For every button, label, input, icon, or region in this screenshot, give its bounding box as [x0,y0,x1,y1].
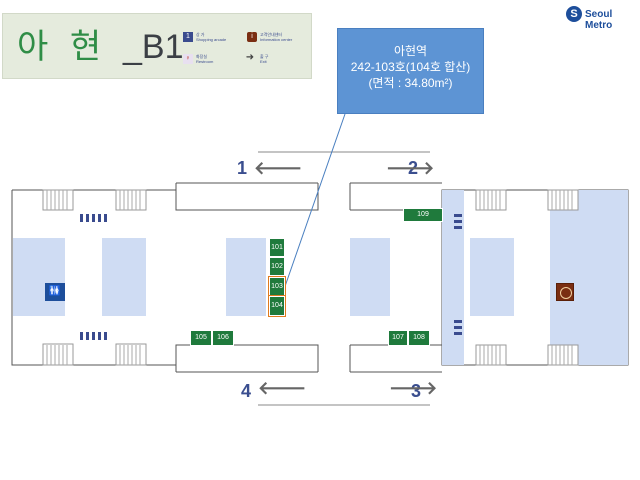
exit-1-number: 1 [237,158,248,178]
legend-restroom-ko: 화장실 [196,54,208,59]
level-label: _B1 [123,28,184,66]
restroom-icon: 🚻 [45,283,65,301]
legend-shopping-ko: 상 가 [196,32,205,37]
legend-info: 고객안내센터 Information center [260,32,292,42]
information-center-icon [556,283,574,301]
legend-shopping-en: Shopping arcade [196,37,227,42]
info-unit: 242-103호(104호 합산) [350,60,471,74]
exit-4-arrow-icon: 🡐 [258,378,307,398]
info-area: (면적 : 34.80m²) [368,76,453,90]
info-legend-icon: i [247,32,257,42]
shopping-legend-icon: 1 [183,32,193,42]
exit-2-number: 2 [408,158,419,178]
shop-104[interactable]: 104 [268,295,286,317]
exit-4-number: 4 [241,381,252,401]
store-info-box: 아현역 242-103호(104호 합산) (면적 : 34.80m²) [337,28,484,114]
legend-shopping: 상 가 Shopping arcade [196,32,226,42]
legend-exit-en: Exit [260,59,267,64]
exit-legend-icon: ➜ [245,52,255,63]
exit-2-arrow-icon: 🡒 [386,158,435,178]
legend-exit: 출 구 Exit [260,54,268,64]
exit-3-arrow-icon: 🡒 [389,378,438,398]
info-station: 아현역 [393,44,428,58]
legend-info-en: Information center [260,37,293,42]
restroom-legend-icon: ♀ [183,54,193,64]
station-banner: 아 현 _B1 1 상 가 Shopping arcade i 고객안내센터 I… [2,13,312,79]
legend-info-ko: 고객안내센터 [260,32,283,37]
shop-106[interactable]: 106 [212,330,234,346]
shop-103[interactable]: 103 [268,276,286,297]
exit-3-number: 3 [411,381,422,401]
seoul-metro-logo-text: Seoul Metro [585,9,613,31]
exit-1-arrow-icon: 🡐 [254,158,303,178]
shop-108[interactable]: 108 [408,330,430,346]
shop-102[interactable]: 102 [269,257,285,276]
legend-restroom-en: Restroom [196,59,214,64]
legend-exit-ko: 출 구 [260,54,269,59]
shop-105[interactable]: 105 [190,330,212,346]
legend-restroom: 화장실 Restroom [196,54,213,64]
seoul-metro-logo-icon: S [566,6,582,22]
shop-101[interactable]: 101 [269,238,285,257]
shop-109[interactable]: 109 [403,208,443,222]
shop-107[interactable]: 107 [388,330,408,346]
station-name: 아 현 [17,27,102,67]
